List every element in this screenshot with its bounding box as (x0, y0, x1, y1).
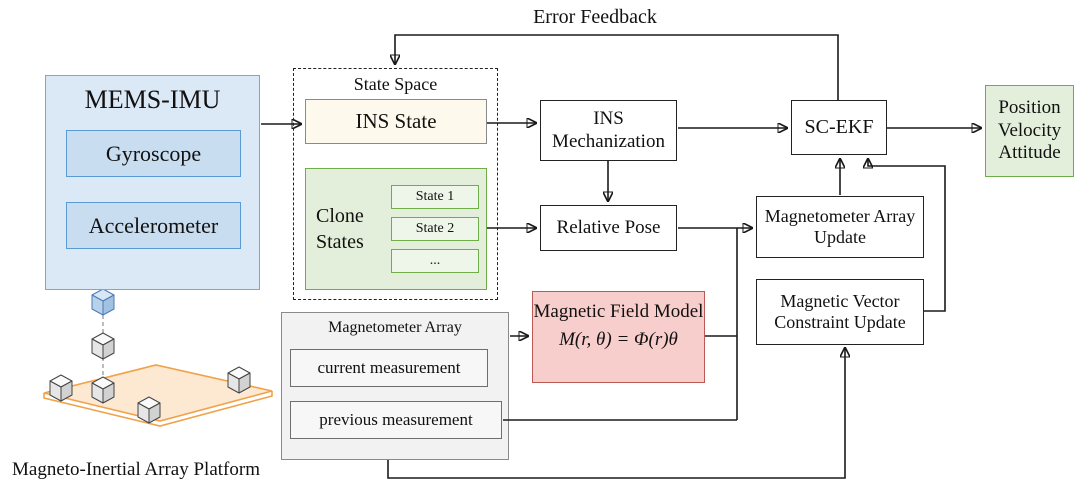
magnetic-field-model-title: Magnetic Field Model (533, 301, 704, 322)
accelerometer-block: Accelerometer (66, 202, 241, 249)
current-measurement-block: current measurement (290, 349, 488, 387)
ins-state-block: INS State (305, 99, 487, 144)
sc-ekf-block: SC-EKF (791, 100, 887, 155)
magnetometer-cube-icon (91, 332, 115, 360)
clone-state-item: State 1 (391, 185, 479, 209)
magnetometer-array-block: Magnetometer Array current measurement p… (281, 312, 509, 460)
ins-mechanization-block: INS Mechanization (540, 100, 677, 161)
error-feedback-label: Error Feedback (533, 6, 657, 28)
magnetometer-cube-icon (91, 376, 115, 404)
clone-state-item: State 2 (391, 217, 479, 241)
magnetic-vector-constraint-update-block: Magnetic Vector Constraint Update (756, 279, 924, 345)
magnetic-field-model-block: Magnetic Field Model M(r, θ) = Φ(r)θ (532, 291, 705, 383)
gyroscope-block: Gyroscope (66, 130, 241, 177)
platform-graphic (43, 288, 273, 427)
platform-plane-edge (43, 391, 273, 427)
clone-states-list: State 1 State 2 ... (391, 185, 479, 273)
relative-pose-block: Relative Pose (540, 205, 677, 251)
clone-states-block: Clone States State 1 State 2 ... (305, 168, 487, 290)
blue-cube-icon (91, 288, 115, 316)
platform-caption: Magneto-Inertial Array Platform (12, 459, 260, 480)
magnetometer-array-update-block: Magnetometer Array Update (756, 196, 924, 258)
clone-state-item: ... (391, 249, 479, 273)
mems-imu-title: MEMS-IMU (84, 85, 221, 114)
magnetometer-cube-icon (49, 374, 73, 402)
output-block: Position Velocity Attitude (985, 85, 1074, 177)
clone-states-label: Clone States (316, 205, 364, 253)
magnetometer-cube-icon (227, 366, 251, 394)
magnetometer-cube-icon (137, 396, 161, 424)
mems-imu-block: MEMS-IMU Gyroscope Accelerometer (45, 75, 260, 290)
magnetometer-array-label: Magnetometer Array (328, 319, 462, 336)
magnetic-field-model-formula: M(r, θ) = Φ(r)θ (559, 329, 678, 351)
state-space-label: State Space (353, 74, 438, 94)
previous-measurement-block: previous measurement (290, 401, 502, 439)
